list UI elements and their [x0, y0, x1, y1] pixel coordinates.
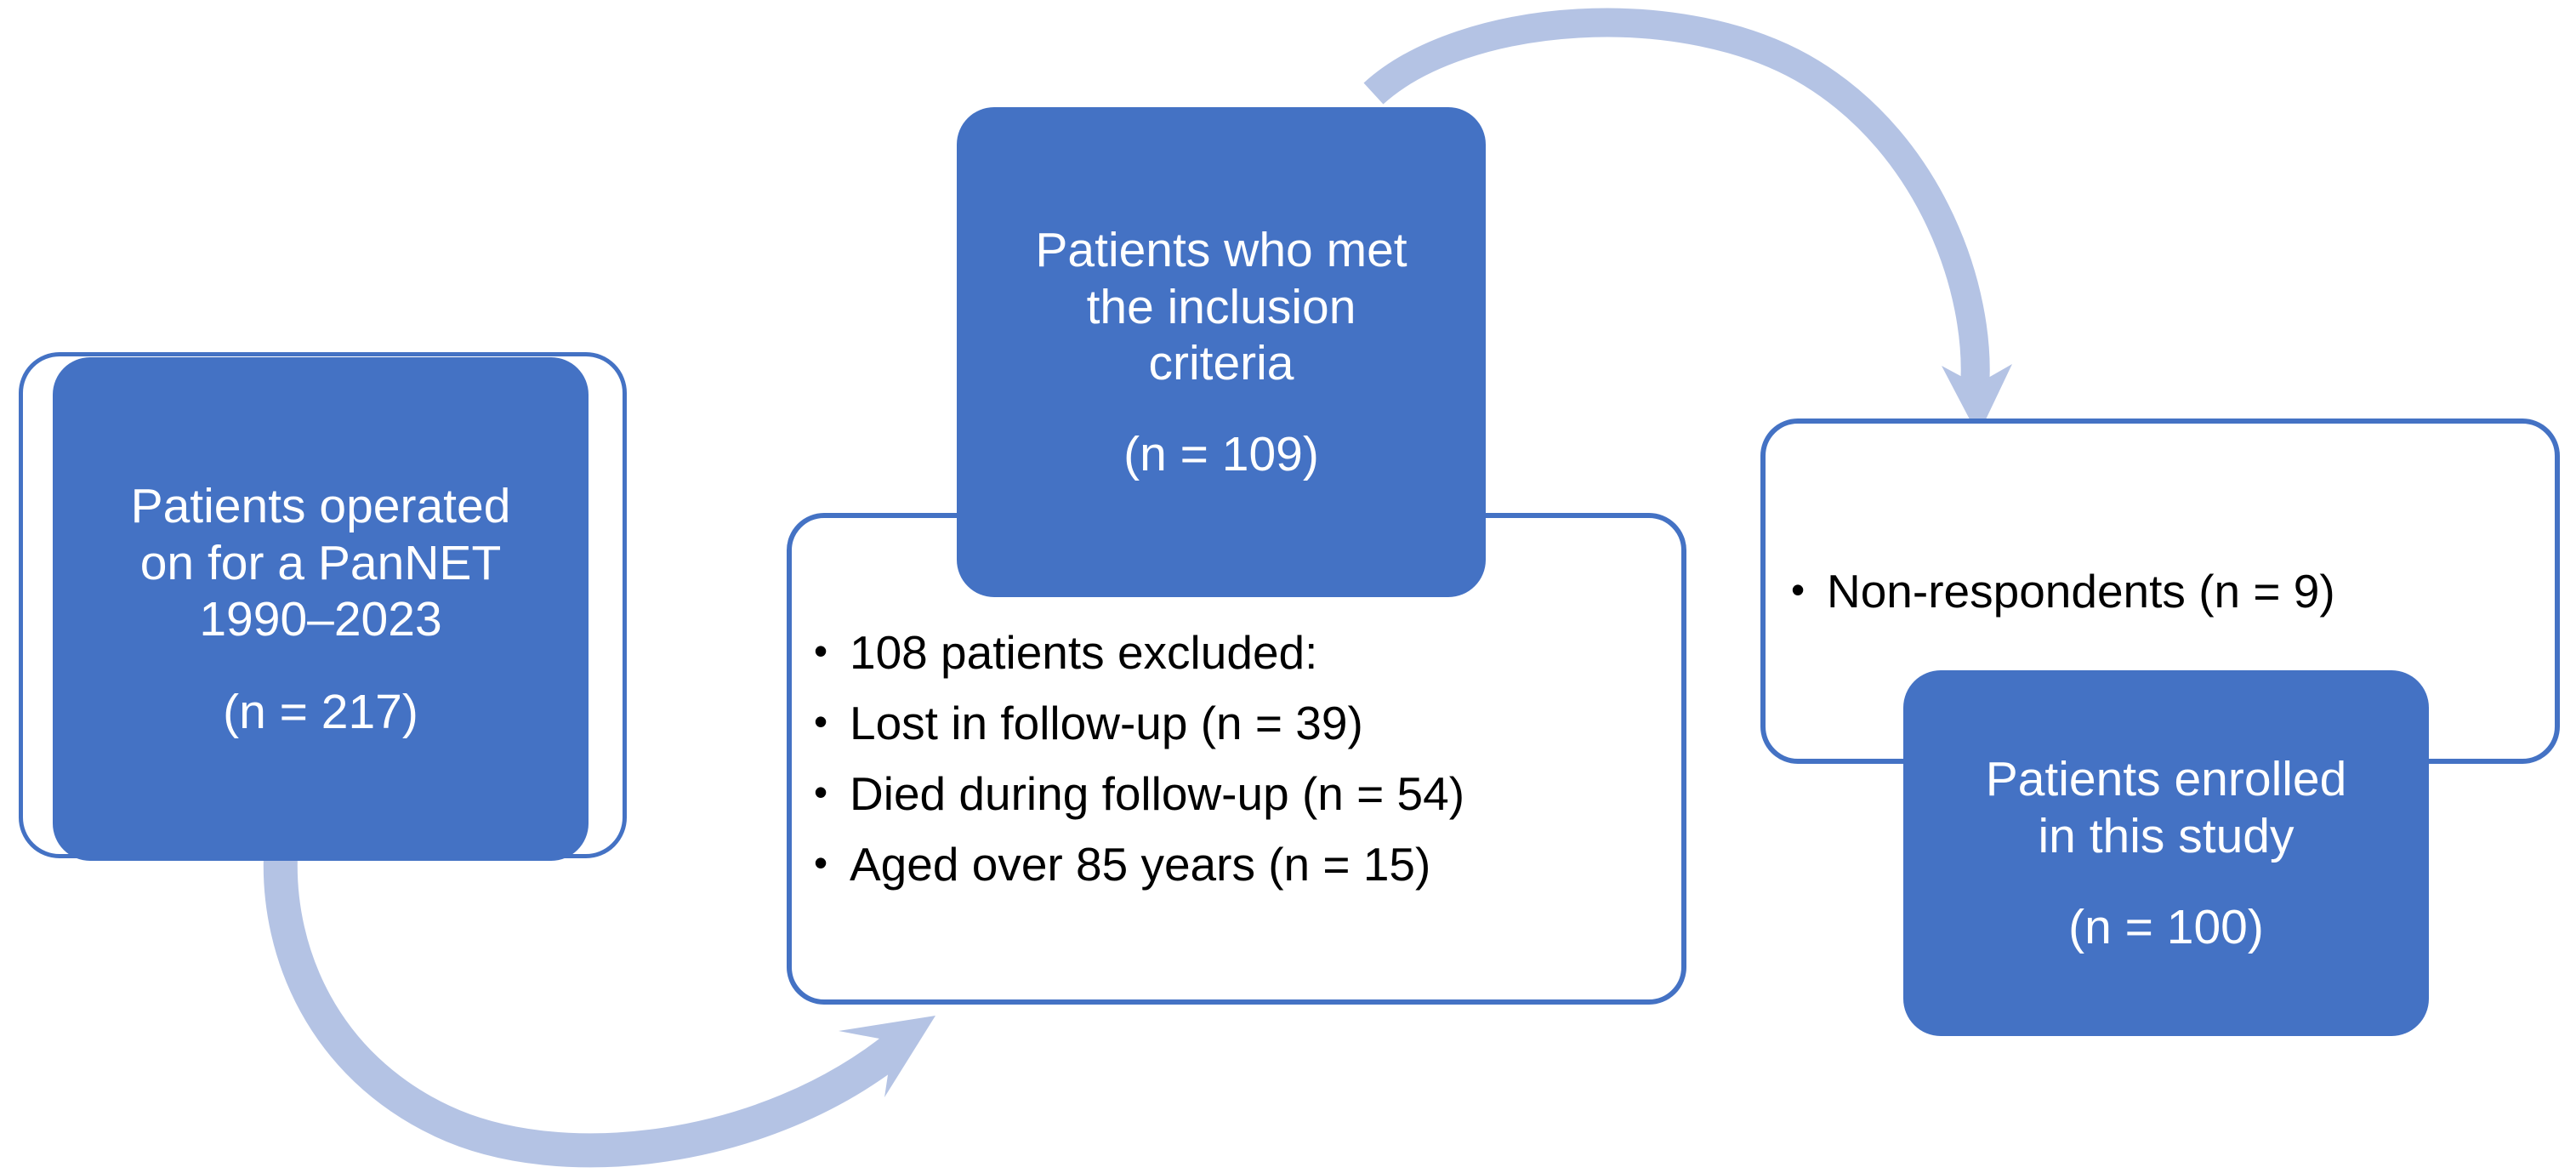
bullet-icon: •: [814, 840, 828, 885]
list-item: • Lost in follow-up (n = 39): [814, 697, 1652, 749]
operated-line-2: on for a PanNET: [139, 535, 502, 590]
inclusion-line-3: criteria: [1148, 336, 1294, 391]
inclusion-line-1: Patients who met: [1035, 222, 1407, 277]
list-item: • Non-respondents (n = 9): [1791, 564, 2529, 618]
list-item: • Died during follow-up (n = 54): [814, 767, 1652, 820]
operated-line-1: Patients operated: [130, 478, 511, 533]
enrolled-line-2: in this study: [2038, 809, 2295, 863]
inclusion-line-2: the inclusion: [1086, 279, 1356, 334]
operated-line-3: 1990–2023: [199, 592, 442, 647]
bullet-icon: •: [814, 699, 828, 743]
excluded-item-4: Aged over 85 years (n = 15): [850, 838, 1431, 891]
enrolled-line-1: Patients enrolled: [1985, 752, 2347, 807]
node-inclusion-criteria[interactable]: Patients who met the inclusion criteria …: [957, 107, 1486, 597]
nonrespondents-item-1: Non-respondents (n = 9): [1827, 564, 2335, 618]
operated-count: (n = 217): [223, 685, 418, 740]
node-patients-enrolled[interactable]: Patients enrolled in this study (n = 100…: [1903, 670, 2429, 1036]
bullet-icon: •: [814, 629, 828, 673]
list-item: • 108 patients excluded:: [814, 629, 1652, 676]
excluded-bullet-list: • 108 patients excluded: • Lost in follo…: [814, 629, 1652, 888]
node-patients-operated[interactable]: Patients operated on for a PanNET 1990–2…: [53, 357, 589, 861]
excluded-item-2: Lost in follow-up (n = 39): [850, 697, 1363, 749]
excluded-item-1: 108 patients excluded:: [850, 626, 1318, 679]
enrolled-count: (n = 100): [2068, 899, 2264, 954]
excluded-item-3: Died during follow-up (n = 54): [850, 767, 1465, 820]
bullet-icon: •: [1791, 567, 1805, 612]
inclusion-count: (n = 109): [1123, 427, 1319, 482]
list-item: • Aged over 85 years (n = 15): [814, 838, 1652, 891]
nonrespondents-bullet-list: • Non-respondents (n = 9): [1791, 564, 2529, 618]
bullet-icon: •: [814, 770, 828, 814]
